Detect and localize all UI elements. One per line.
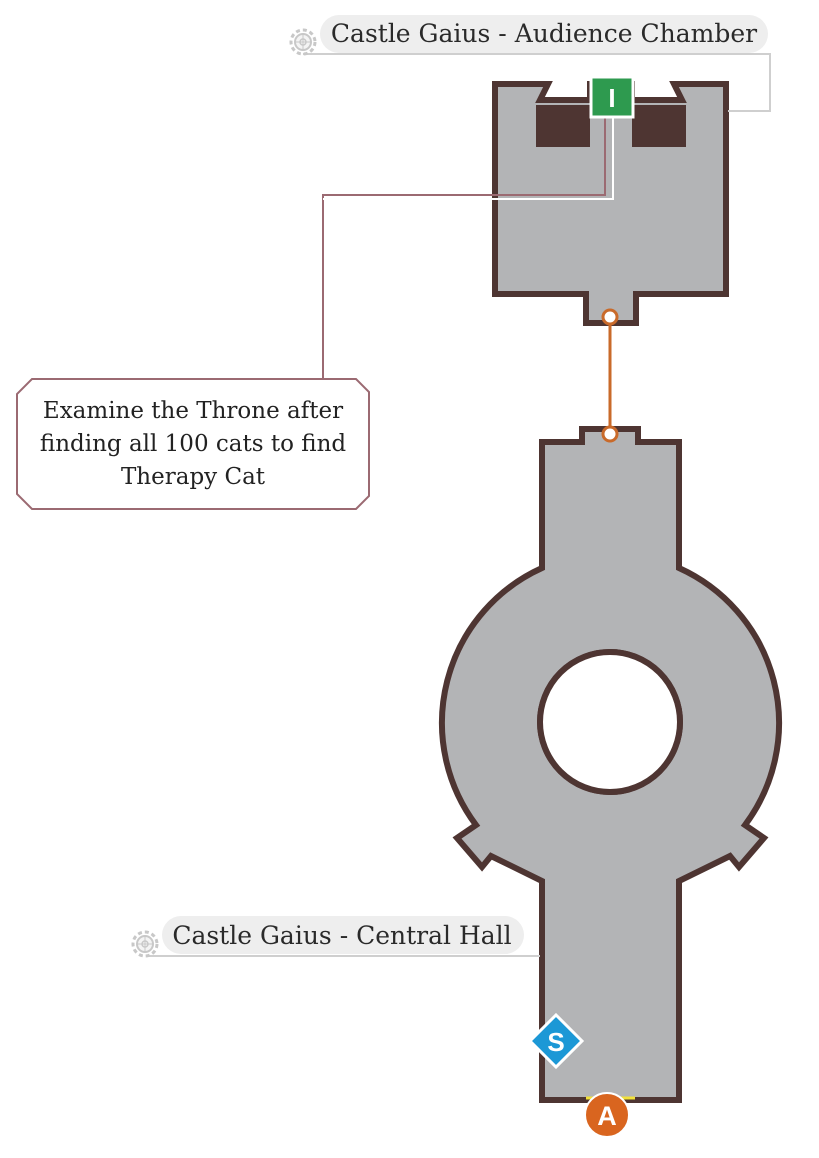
item-marker-glyph: I (608, 83, 615, 113)
note-line-1: Examine the Throne after (43, 398, 343, 424)
throne-block-left (536, 105, 590, 147)
throne-block-right (632, 105, 686, 147)
save-point-icon[interactable]: S (527, 1012, 585, 1070)
audience-chamber-label-text: Castle Gaius - Audience Chamber (331, 19, 757, 48)
audience-chamber-label[interactable]: Castle Gaius - Audience Chamber (289, 15, 771, 112)
throne-note-callout[interactable]: Examine the Throne after finding all 100… (16, 113, 614, 510)
note-box (16, 378, 370, 510)
note-line-3: Therapy Cat (121, 464, 266, 490)
audience-chamber-pill (320, 15, 768, 53)
gear-icon (289, 28, 317, 56)
audience-chamber-floor (492, 81, 729, 326)
central-hall-label-text: Castle Gaius - Central Hall (172, 921, 511, 950)
connector-dot-bottom (601, 425, 619, 443)
save-point-glyph: S (547, 1027, 564, 1057)
note-leader-line-inner (323, 113, 614, 200)
entrance-marker-icon[interactable]: A (584, 1092, 635, 1138)
central-hall-pill (162, 916, 524, 954)
entrance-marker-glyph: A (597, 1101, 617, 1131)
room-connector (601, 308, 619, 443)
note-line-2: finding all 100 cats to find (40, 431, 347, 457)
note-leader-line-outer (322, 113, 606, 380)
gear-icon (131, 930, 159, 958)
connector-dot-top (601, 308, 619, 326)
central-hall-room (439, 426, 782, 1103)
audience-chamber-room (492, 81, 729, 326)
item-marker-icon[interactable]: I (589, 75, 635, 119)
central-pillar-void (537, 649, 683, 795)
audience-chamber-leader-line (303, 53, 771, 112)
central-hall-label[interactable]: Castle Gaius - Central Hall (131, 916, 540, 958)
